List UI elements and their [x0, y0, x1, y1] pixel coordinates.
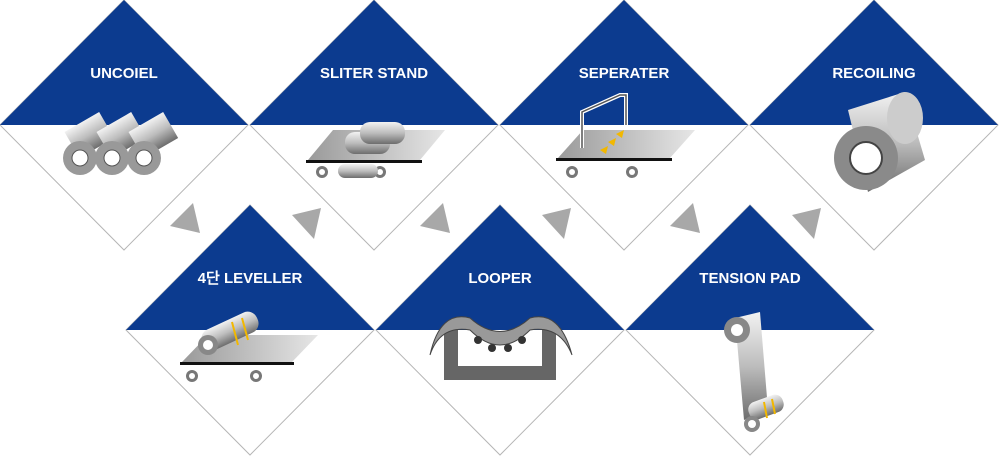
step-label: RECOILING	[832, 65, 915, 82]
step-label: TENSION PAD	[699, 270, 801, 287]
step-looper: LOOPER	[375, 204, 625, 456]
step-label: 4단 LEVELLER	[198, 270, 303, 287]
flow-arrows	[170, 203, 821, 239]
recoil-icon	[834, 92, 925, 192]
step-label: LOOPER	[468, 270, 532, 287]
step-uncoil: UNCOIEL	[0, 0, 249, 251]
arrow-up-right-icon	[792, 208, 821, 239]
step-leveller: 4단 LEVELLER	[125, 204, 375, 456]
separator-icon	[556, 93, 695, 178]
step-separator: SEPERATER	[499, 0, 749, 251]
arrow-down-right-icon	[170, 203, 200, 233]
step-tension-pad: TENSION PAD	[625, 204, 875, 456]
coils-icon	[63, 112, 179, 175]
step-recoiling: RECOILING	[749, 0, 999, 251]
arrow-up-right-icon	[542, 208, 571, 239]
looper-icon	[429, 316, 573, 380]
step-label: SEPERATER	[579, 65, 670, 82]
step-label: UNCOIEL	[90, 65, 158, 82]
arrow-down-right-icon	[420, 203, 450, 233]
step-slitter-stand: SLITER STAND	[249, 0, 499, 251]
slitter-icon	[306, 122, 445, 178]
arrow-down-right-icon	[670, 203, 700, 233]
leveller-icon	[180, 311, 318, 382]
arrow-up-right-icon	[292, 208, 321, 239]
tension-pad-icon	[724, 312, 784, 432]
step-label: SLITER STAND	[320, 65, 428, 82]
